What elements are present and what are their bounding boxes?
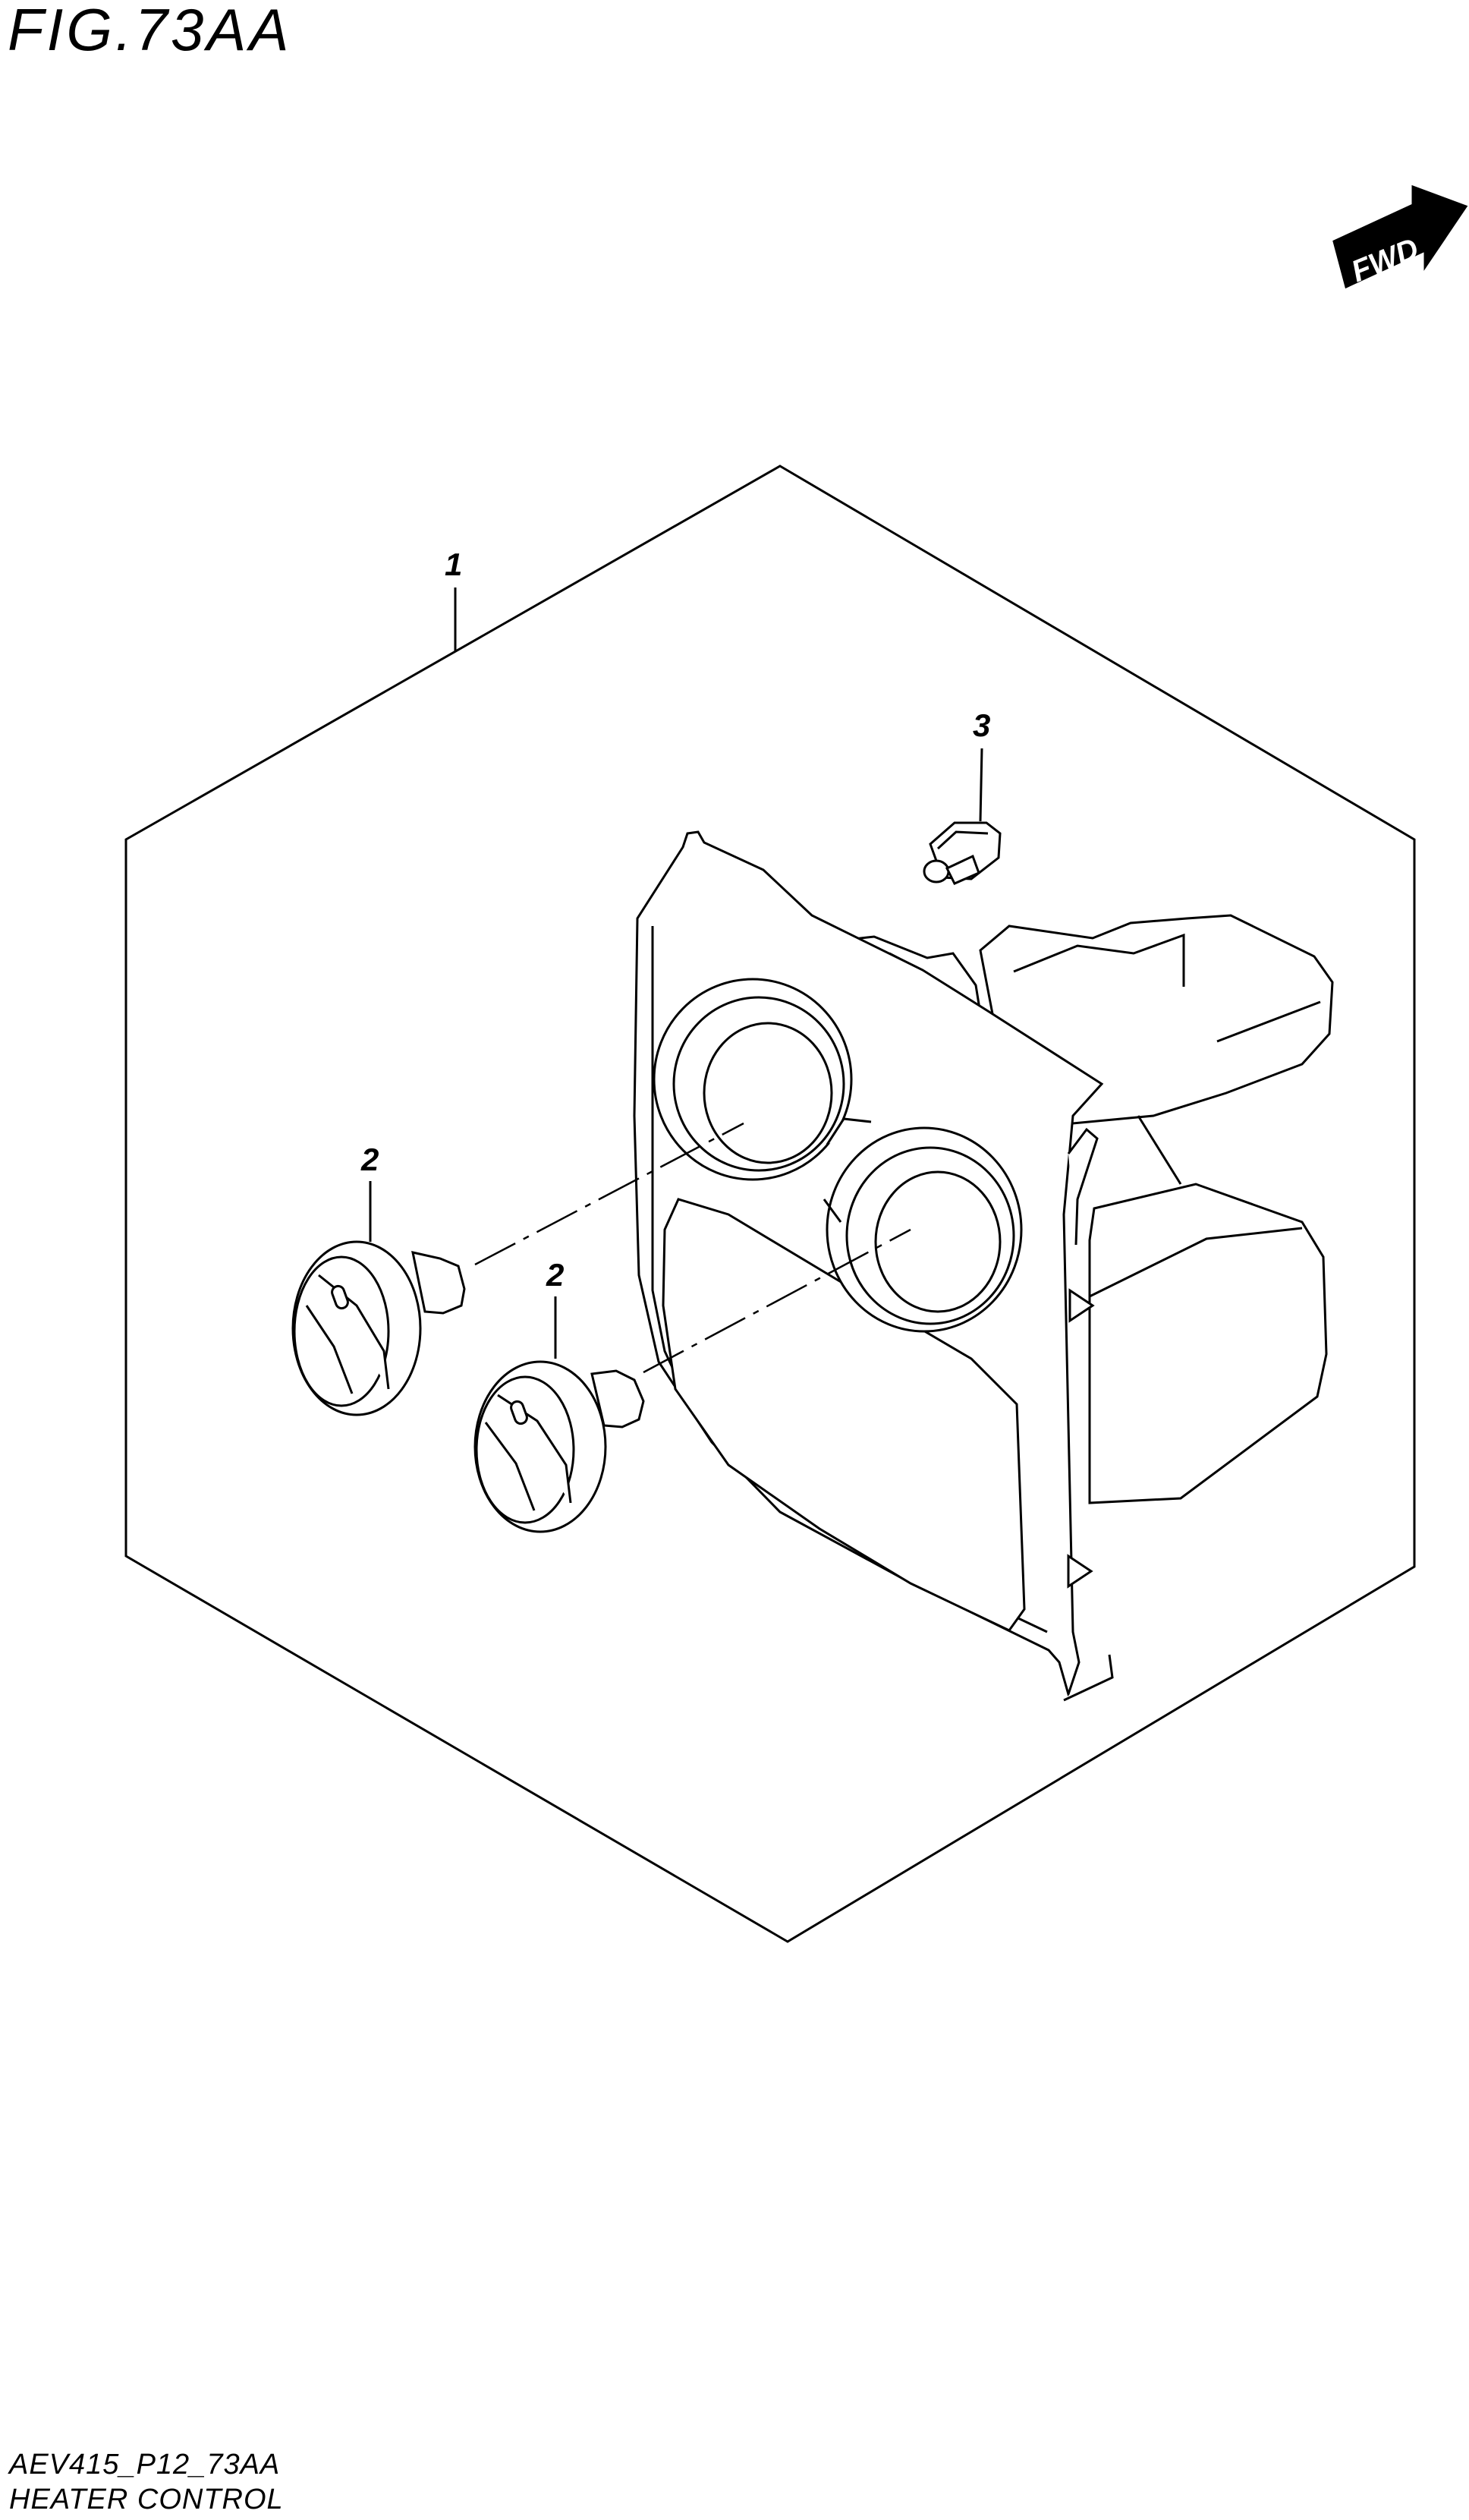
svg-text:2: 2: [546, 1257, 564, 1293]
callout-part-1: 1: [445, 547, 462, 651]
diagram-name: HEATER CONTROL: [9, 2484, 284, 2515]
callout-part-2-lower: 2: [546, 1257, 564, 1359]
heater-control-bezel: [633, 830, 1114, 1702]
svg-text:1: 1: [445, 547, 462, 582]
svg-text:2: 2: [360, 1142, 379, 1177]
bulb-socket-part-3: [923, 821, 1002, 885]
diagram-code: AEV415_P12_73AA: [9, 2449, 281, 2481]
assembly-centerlines: [474, 1122, 911, 1374]
callout-part-2-upper: 2: [360, 1142, 379, 1242]
figure-title: FIG.73AA: [8, 0, 292, 63]
fwd-arrow-icon: FWD: [1332, 184, 1468, 288]
control-knob-part-2-upper: [291, 1240, 466, 1416]
svg-text:3: 3: [973, 707, 990, 743]
assembly-boundary-hexagon: [124, 465, 1416, 1943]
control-knob-part-2-lower: [473, 1360, 645, 1533]
callout-part-3: 3: [973, 707, 990, 822]
